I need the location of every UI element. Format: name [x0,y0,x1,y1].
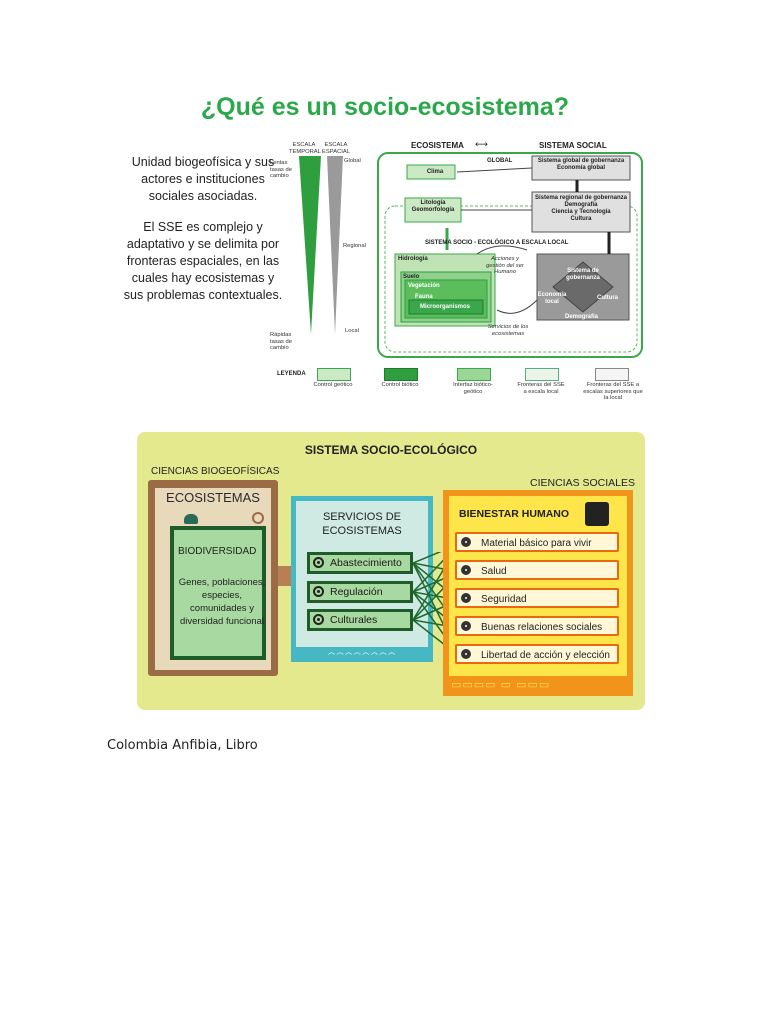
bienestar-item-material: Material básico para vivir [455,532,619,552]
ecosistema-label: ECOSISTEMA [411,141,464,150]
regional-label: Regional [343,243,366,249]
legend-swatch-superior [595,368,629,381]
figure-icon [585,502,609,526]
legend-item-2: Control biótico [381,382,419,388]
sistema-social-label: SISTEMA SOCIAL [539,141,607,150]
ciencias-sociales-label: CIENCIAS SOCIALES [530,477,636,489]
temporal-scale-header: ESCALA TEMPORAL [289,142,321,155]
bienestar-item-seguridad: Seguridad [455,588,619,608]
demografia-label: Demografía [565,314,599,320]
servicios-label: Servicios de los ecosistemas [487,324,529,337]
hidrologia-label: Hidrología [398,256,428,262]
bienestar-item-libertad: Libertad de acción y elección [455,644,619,664]
biodiversidad-title: BIODIVERSIDAD [178,546,257,557]
legend-item-1: Control geótico [313,382,353,388]
gear-icon [461,649,471,659]
ring-icon [313,586,324,597]
clima-box: Clima [426,169,444,175]
legend-item-4: Fronteras del SSE a escala local [517,382,565,395]
fauna-label: Fauna [415,294,433,300]
legend-title: LEYENDA [277,371,306,377]
fast-rate-label: Rápidas tasas de cambio [270,332,292,351]
bienestar-title: BIENESTAR HUMANO [459,508,570,520]
slide2-title: SISTEMA SOCIO-ECOLÓGICO [304,443,478,457]
slide-title: ¿Qué es un socio-ecosistema? [200,93,570,121]
servicio-regulacion: Regulación [307,581,413,603]
gear-icon [461,621,471,631]
intro-paragraph-1: Unidad biogeofísica y sus actores e inst… [131,155,275,203]
sse-diagram-graphic [377,152,643,358]
ecosistemas-title: ECOSISTEMAS [166,490,260,505]
acciones-label: Acciones y gestión del ser Humano [486,256,524,275]
servicios-title: SERVICIOS DE ECOSISTEMAS [322,511,402,537]
scale-wedges [299,156,343,334]
vegetacion-label: Vegetación [408,283,440,289]
image-caption: Colombia Anfibia, Libro [107,738,258,753]
spatial-scale-header: ESCALA ESPACIAL [322,142,350,155]
servicio-culturales: Culturales [307,609,413,631]
gear-icon [461,537,471,547]
greek-pattern: ▭▭▭▭ ▭ ▭▭▭ [451,679,551,691]
legend-swatch-geotico [317,368,351,381]
legend-swatch-biotico [384,368,418,381]
ring-icon [313,614,324,625]
wave-pattern: ෴෴෴෴෴෴෴෴ [327,648,397,657]
slide-sistema-socio-ecologico: SISTEMA SOCIO-ECOLÓGICO CIENCIAS BIOGEOF… [137,432,645,710]
gear-icon [461,565,471,575]
legend-swatch-interfaz [457,368,491,381]
slide-socio-ecosistema: ¿Qué es un socio-ecosistema? Unidad biog… [105,88,645,408]
legend-item-3: Interfaz biótico-geótico [453,382,493,395]
slow-rate-label: Lentas tasas de cambio [270,160,292,179]
intro-paragraph-2: El SSE es complejo y adaptativo y se del… [123,220,283,302]
servicios-panel: SERVICIOS DE ECOSISTEMAS ෴෴෴෴෴෴෴෴ [291,496,433,662]
cultura-label: Cultura [597,295,618,301]
litologia-box: Litología Geomorfología [411,200,455,213]
biodiversidad-items: Genes, poblaciones, especies, comunidade… [178,577,266,627]
lizard-icon [184,514,198,524]
intro-text: Unidad biogeofísica y sus actores e inst… [123,154,283,304]
gear-icon [461,593,471,603]
microorganismos-label: Microorganismos [420,304,471,310]
legend-item-5: Fronteras del SSE a escalas superiores q… [583,382,643,401]
global-label: Global [344,158,361,164]
spiral-icon [252,512,264,524]
ring-icon [313,557,324,568]
sse-local-label: SISTEMA SOCIO - ECOLÓGICO A ESCALA LOCAL [425,240,569,246]
sistema-gobernanza-label: Sistema de gobernanza [566,268,600,281]
double-arrow-icon: ⟷ [475,140,488,150]
economia-local-label: Economía local [537,292,567,305]
ciencias-biogeofisicas-label: CIENCIAS BIOGEOFÍSICAS [151,466,280,477]
suelo-label: Suelo [403,274,420,280]
local-label: Local [345,328,359,334]
ecosistemas-panel: ECOSISTEMAS BIODIVERSIDAD Genes, poblaci… [148,480,278,676]
bienestar-item-relaciones: Buenas relaciones sociales [455,616,619,636]
diagram-global-label: GLOBAL [487,158,513,164]
connector-lines [413,552,460,657]
bienestar-item-salud: Salud [455,560,619,580]
servicio-abastecimiento: Abastecimiento [307,552,413,574]
legend-swatch-local [525,368,559,381]
